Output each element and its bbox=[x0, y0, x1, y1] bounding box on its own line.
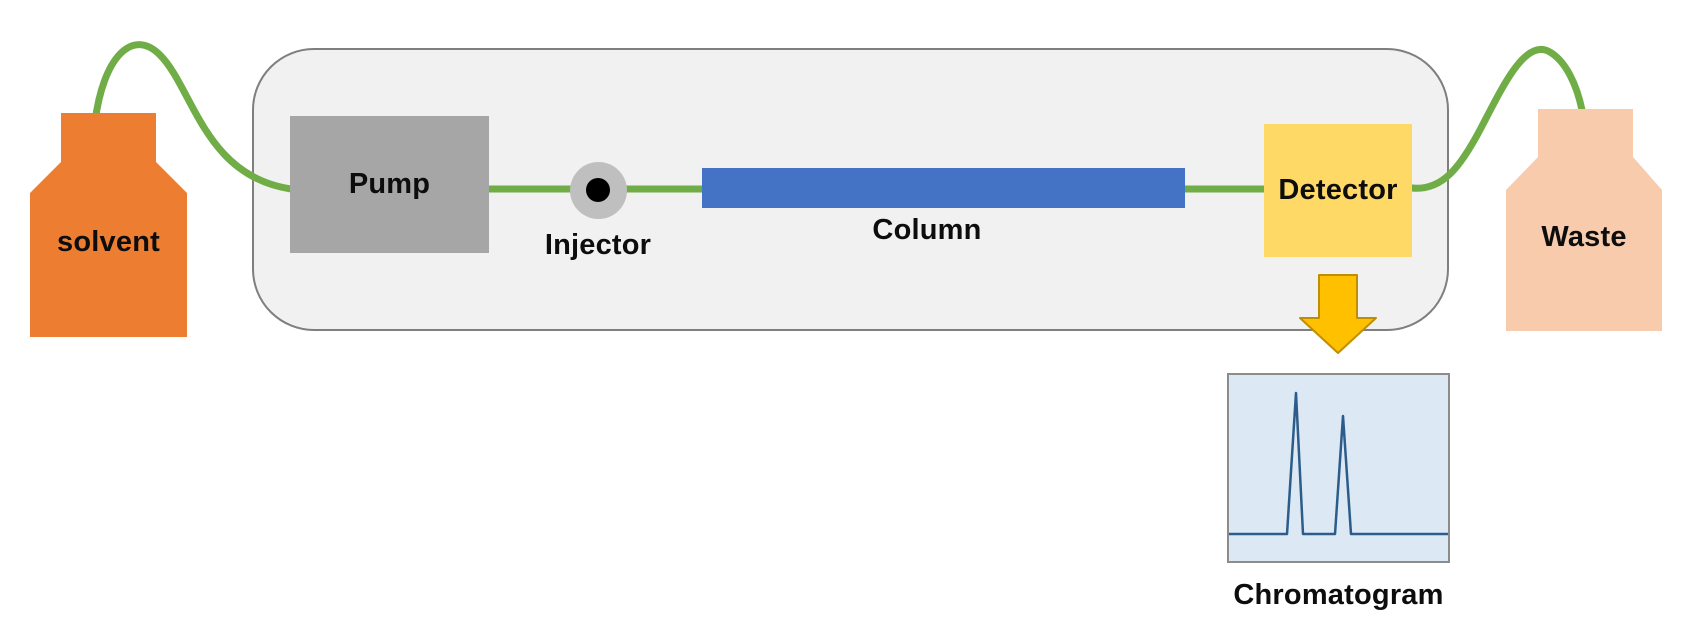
chromatogram-label: Chromatogram bbox=[1233, 578, 1444, 611]
pump-label: Pump bbox=[348, 168, 431, 200]
injector-port-dot bbox=[586, 178, 610, 202]
detector-label: Detector bbox=[1278, 174, 1398, 206]
waste-label: Waste bbox=[1541, 220, 1627, 253]
pump-box: Pump bbox=[290, 116, 489, 253]
column-label: Column bbox=[872, 213, 982, 246]
column-bar bbox=[702, 168, 1185, 208]
solvent-label: solvent bbox=[57, 225, 160, 258]
detector-box: Detector bbox=[1264, 124, 1412, 257]
chromatogram-plot bbox=[1229, 391, 1448, 536]
chromatogram-trace bbox=[1229, 391, 1448, 536]
chromatogram-panel bbox=[1227, 373, 1450, 563]
injector-label: Injector bbox=[544, 228, 652, 261]
